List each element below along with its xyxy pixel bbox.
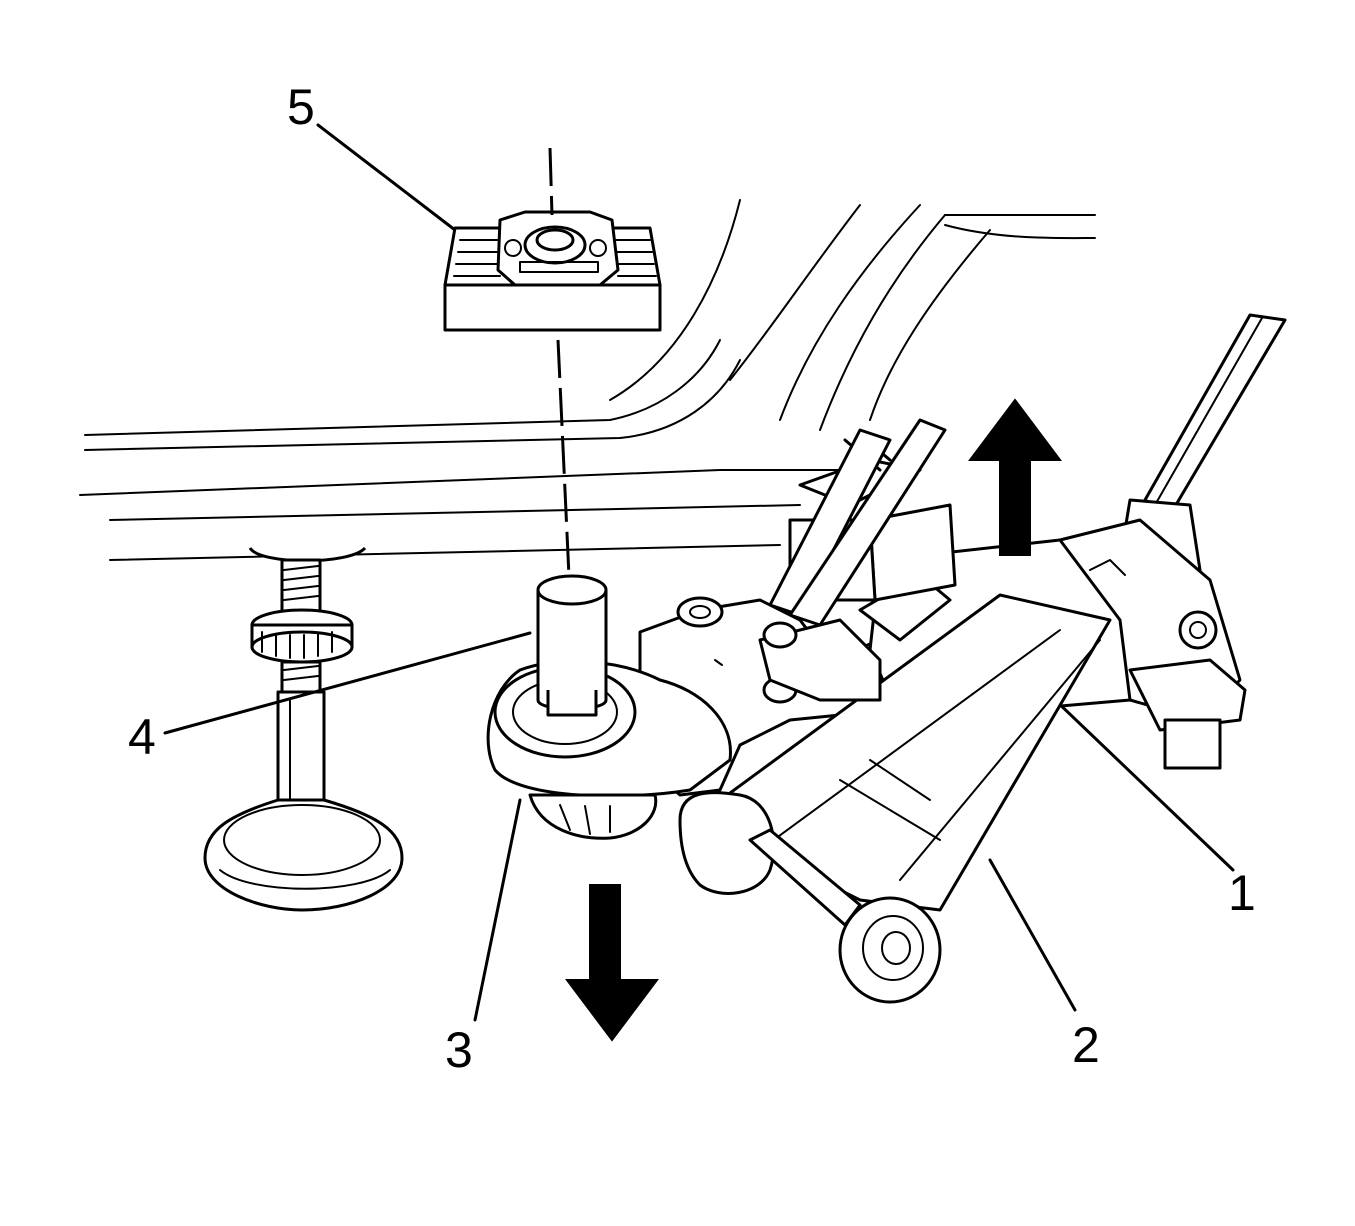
callout-1: 1	[1228, 865, 1256, 921]
compressor-tool	[536, 574, 608, 717]
jack-stand	[203, 546, 404, 912]
upper-insulator	[443, 210, 662, 332]
vehicle-underbody	[79, 199, 1096, 561]
callout-5: 5	[287, 79, 315, 135]
up-arrow-icon	[968, 398, 1062, 556]
floor-jack	[678, 313, 1287, 1004]
callout-4: 4	[128, 709, 156, 765]
callout-3: 3	[445, 1022, 473, 1078]
centerline	[548, 147, 572, 599]
callout-2: 2	[1072, 1017, 1100, 1073]
down-arrow-icon	[565, 884, 659, 1042]
